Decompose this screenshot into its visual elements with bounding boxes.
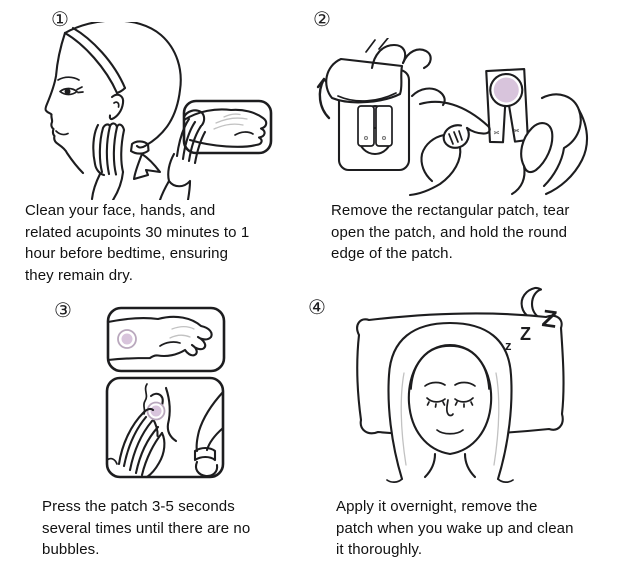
step-3-illustration — [105, 306, 226, 479]
holding-hand — [510, 93, 588, 196]
nose — [446, 399, 454, 417]
woman-profile — [44, 22, 182, 200]
patch-package — [325, 38, 432, 172]
round-patch-card — [485, 68, 529, 144]
step-1-text: Clean your face, hands, and related acup… — [25, 202, 250, 284]
headband-icon — [63, 26, 127, 95]
wristband — [193, 446, 217, 462]
face — [407, 343, 493, 456]
resting-hand — [182, 108, 268, 148]
smile — [436, 429, 464, 435]
pressing-hand — [106, 407, 166, 479]
thumb — [520, 122, 554, 174]
raised-arm — [193, 390, 225, 478]
sleep-z-small: z — [505, 338, 512, 353]
moon-icon — [520, 286, 543, 321]
hand-cleaning-on-pad — [158, 99, 273, 200]
hairline — [410, 345, 490, 390]
closed-eyes — [426, 397, 474, 408]
wrist-panel — [106, 306, 226, 373]
step-4-illustration — [356, 286, 565, 483]
ear-panel — [105, 376, 225, 479]
step-3-text: Press the patch 3-5 seconds several time… — [42, 498, 251, 558]
pointing-hand — [408, 87, 491, 197]
neck — [423, 452, 477, 479]
step-3-number: ③ — [54, 298, 72, 322]
ear — [108, 93, 125, 121]
peeled-flap — [325, 57, 404, 104]
step-4-text: Apply it overnight, remove the patch whe… — [336, 498, 574, 558]
hair-tie — [129, 140, 162, 181]
cheek-cleaning-hand — [90, 122, 126, 200]
sleep-z-medium: Z — [520, 324, 531, 344]
eye — [59, 87, 78, 96]
round-patch — [493, 77, 519, 103]
step-2-illustration — [316, 38, 588, 197]
step-2-text: Remove the rectangular patch, tear open … — [331, 202, 570, 262]
step-1-number: ① — [51, 7, 69, 31]
smile-line — [55, 130, 69, 136]
wiping-hand — [158, 109, 207, 200]
step-4-number: ④ — [308, 295, 326, 319]
peeling-fingers — [365, 38, 432, 70]
step-2-number: ② — [313, 7, 331, 31]
eyebrows — [424, 381, 476, 387]
step-1-illustration — [44, 22, 273, 200]
sleeping-head — [386, 321, 514, 483]
